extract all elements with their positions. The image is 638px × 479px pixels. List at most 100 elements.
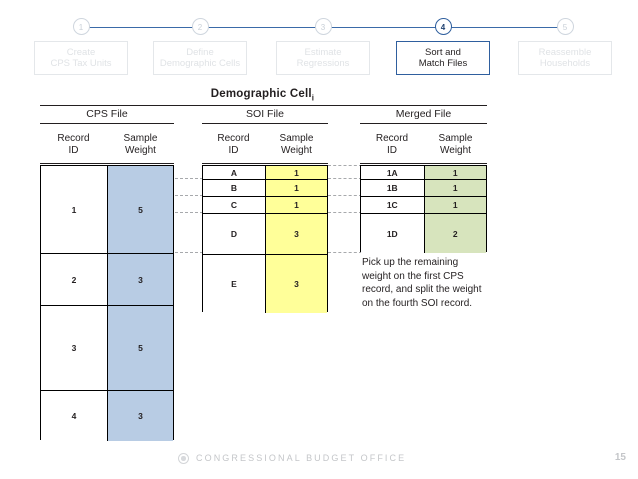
step-5-number: 5 <box>556 18 574 35</box>
merged-row-1-id: 1B <box>361 180 424 196</box>
soi-row-2-weight: 1 <box>265 197 327 213</box>
table-row[interactable]: C 1 <box>203 196 327 213</box>
soi-sample-weight-header: Sample Weight <box>265 133 328 157</box>
column-rule-merged <box>360 163 487 164</box>
cps-row-1-id: 2 <box>41 254 107 305</box>
step-5-label-line2: Households <box>539 58 591 69</box>
demographic-cell-title: Demographic Celli <box>0 88 525 102</box>
soi-row-3-id: D <box>203 214 265 254</box>
cps-file-label: CPS File <box>86 108 128 120</box>
table-row[interactable]: 1D 2 <box>361 213 486 253</box>
cps-sample-weight-header-line1: Sample <box>123 133 158 144</box>
step-2-define-demographic-cells[interactable]: 2 Define Demographic Cells <box>153 18 247 75</box>
table-row[interactable]: 2 3 <box>41 253 173 305</box>
connector-dash-d <box>40 252 328 253</box>
soi-file-table: A 1 B 1 C 1 D 3 E 3 <box>202 165 328 313</box>
soi-row-3-weight: 3 <box>265 214 327 254</box>
soi-file-label: SOI File <box>246 108 284 120</box>
soi-record-id-header-line1: Record <box>217 133 250 144</box>
step-5-label-line1: Reassemble <box>538 46 592 58</box>
soi-row-4-weight: 3 <box>265 255 327 313</box>
soi-row-0-id: A <box>203 166 265 179</box>
demographic-cell-title-text: Demographic Cell <box>210 88 312 100</box>
table-row[interactable]: 3 5 <box>41 305 173 390</box>
connector-dash-b <box>40 195 328 196</box>
step-1-create-cps-tax-units[interactable]: 1 Create CPS Tax Units <box>34 18 128 75</box>
table-row[interactable]: 1C 1 <box>361 196 486 213</box>
merged-row-2-weight: 1 <box>423 197 486 213</box>
soi-row-1-weight: 1 <box>265 180 327 196</box>
step-1-label-line2: CPS Tax Units <box>50 58 112 69</box>
merged-record-id-header-line1: Record <box>375 133 409 144</box>
soi-sample-weight-header-line2: Weight <box>281 145 312 156</box>
step-1-label-line1: Create <box>66 46 96 58</box>
step-5-reassemble-households[interactable]: 5 Reassemble Households <box>518 18 612 75</box>
cps-row-0-weight: 5 <box>107 166 173 253</box>
merged-row-3-weight: 2 <box>423 214 486 253</box>
merged-row-2-id: 1C <box>361 197 424 213</box>
cps-row-1-weight: 3 <box>107 254 173 305</box>
header-rule-cps <box>40 123 174 124</box>
step-1-box[interactable]: Create CPS Tax Units <box>34 41 128 75</box>
slide-footer: CONGRESSIONAL BUDGET OFFICE 15 <box>0 451 638 471</box>
step-4-box[interactable]: Sort and Match Files <box>396 41 490 75</box>
soi-sample-weight-header-line1: Sample <box>279 133 314 144</box>
step-4-label-line1: Sort and <box>425 46 461 58</box>
step-3-number: 3 <box>314 18 332 35</box>
connector-dash-merge-end <box>328 252 362 253</box>
table-row[interactable]: 1A 1 <box>361 166 486 179</box>
connector-dash-merge-1b <box>328 178 362 179</box>
table-row[interactable]: 1 5 <box>41 166 173 253</box>
process-step-tracker: 1 Create CPS Tax Units 2 Define Demograp… <box>0 0 638 78</box>
step-2-box[interactable]: Define Demographic Cells <box>153 41 247 75</box>
connector-dash-merge-1a <box>328 165 362 166</box>
merged-record-id-header: Record ID <box>360 133 424 157</box>
cps-row-0-id: 1 <box>41 166 107 253</box>
header-rule-merged <box>360 123 487 124</box>
header-rule-top <box>40 105 487 106</box>
table-row[interactable]: A 1 <box>203 166 327 179</box>
step-3-estimate-regressions[interactable]: 3 Estimate Regressions <box>276 18 370 75</box>
connector-dash-merge-1d <box>328 212 362 213</box>
cps-record-id-header-line2: ID <box>68 145 79 156</box>
table-row[interactable]: E 3 <box>203 254 327 313</box>
cps-record-id-header-line1: Record <box>57 133 90 144</box>
connector-dash-c <box>40 212 328 213</box>
footer-organization-label: CONGRESSIONAL BUDGET OFFICE <box>196 453 407 463</box>
annotation-text: Pick up the remaining weight on the firs… <box>362 257 482 309</box>
step-3-box[interactable]: Estimate Regressions <box>276 41 370 75</box>
table-row[interactable]: 1B 1 <box>361 179 486 196</box>
cps-file-table: 1 5 2 3 3 5 4 3 <box>40 165 174 441</box>
merged-sample-weight-header: Sample Weight <box>424 133 487 157</box>
merged-sample-weight-header-line2: Weight <box>440 145 471 156</box>
table-row[interactable]: 4 3 <box>41 390 173 441</box>
table-row[interactable]: D 3 <box>203 213 327 254</box>
soi-row-4-id: E <box>203 255 265 313</box>
connector-dash-merge-1c <box>328 195 362 196</box>
step-4-label-line2: Match Files <box>418 58 468 69</box>
column-rule-soi <box>202 163 328 164</box>
soi-record-id-header: Record ID <box>202 133 265 157</box>
cps-sample-weight-header-line2: Weight <box>125 145 156 156</box>
step-3-label-line1: Estimate <box>304 46 342 58</box>
step-4-sort-and-match-files[interactable]: 4 Sort and Match Files <box>396 18 490 75</box>
cps-row-3-weight: 3 <box>107 391 173 441</box>
step-3-label-line2: Regressions <box>296 58 350 69</box>
page-number: 15 <box>614 452 626 463</box>
merged-row-3-id: 1D <box>361 214 424 253</box>
merged-file-label: Merged File <box>395 108 452 120</box>
soi-row-1-id: B <box>203 180 265 196</box>
step-5-box[interactable]: Reassemble Households <box>518 41 612 75</box>
table-row[interactable]: B 1 <box>203 179 327 196</box>
connector-dash-a <box>40 178 328 179</box>
demographic-cell-title-subscript: i <box>311 93 315 103</box>
merged-row-1-weight: 1 <box>423 180 486 196</box>
soi-row-0-weight: 1 <box>265 166 327 179</box>
merged-sample-weight-header-line1: Sample <box>438 133 473 144</box>
cps-row-2-weight: 5 <box>107 306 173 390</box>
step-4-number: 4 <box>434 18 452 35</box>
soi-row-2-id: C <box>203 197 265 213</box>
merged-row-0-weight: 1 <box>423 166 486 179</box>
merged-row-0-id: 1A <box>361 166 424 179</box>
cps-record-id-header: Record ID <box>40 133 107 157</box>
